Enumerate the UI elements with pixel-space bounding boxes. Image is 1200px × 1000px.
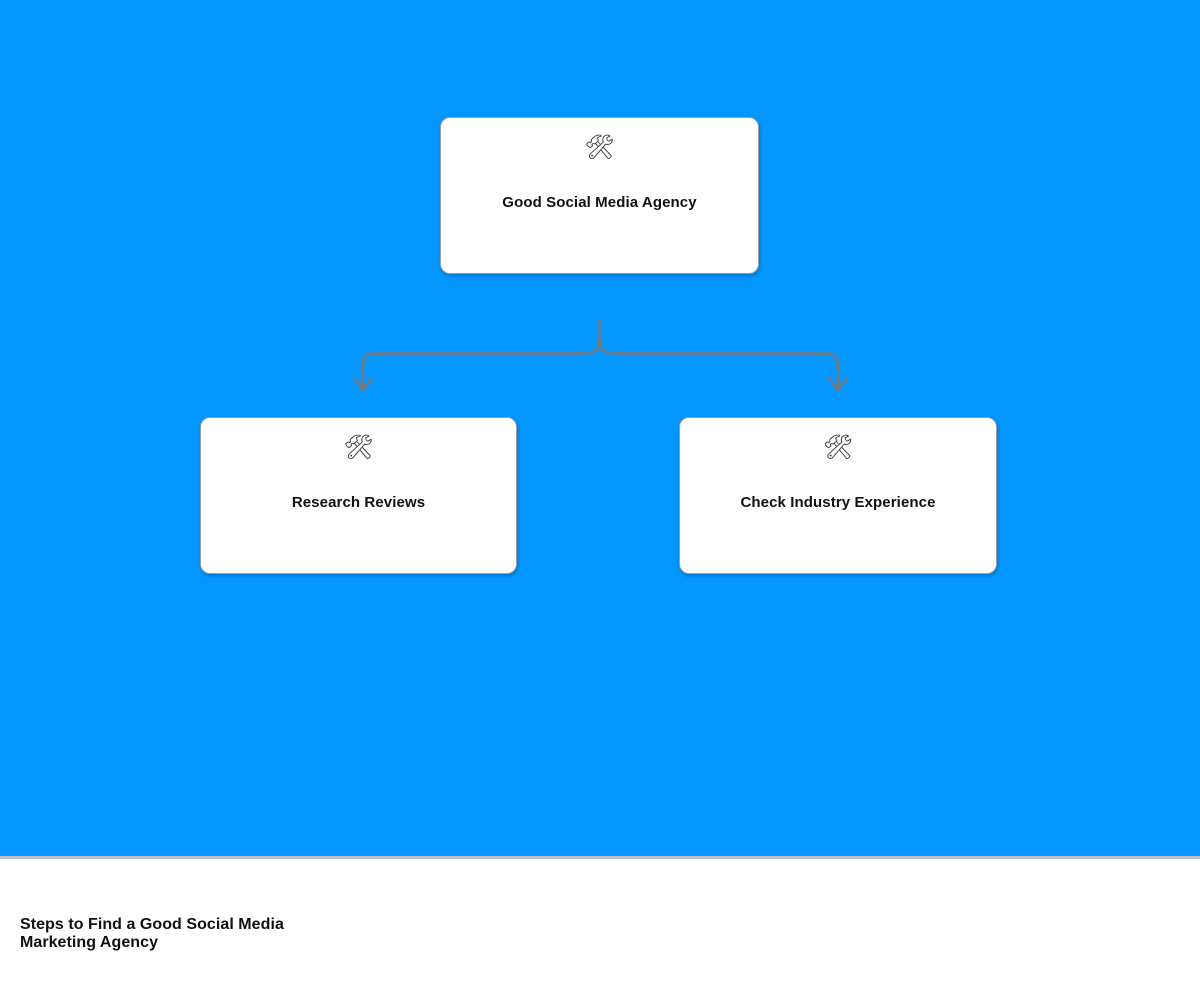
diagram-caption: Steps to Find a Good Social Media Market… — [20, 916, 284, 951]
canvas-divider — [0, 856, 1200, 859]
connector-branch-right — [598, 338, 840, 390]
hammer-and-wrench-icon: 🛠 — [822, 434, 854, 461]
flow-node-check-industry-experience[interactable]: 🛠 Check Industry Experience — [679, 417, 997, 574]
hammer-and-wrench-icon: 🛠 — [343, 434, 374, 461]
footer-area: Steps to Find a Good Social Media Market… — [0, 859, 1200, 1000]
flow-node-research-reviews-label: Research Reviews — [291, 494, 426, 511]
flow-node-root[interactable]: 🛠 Good Social Media Agency — [440, 117, 759, 274]
connector-branch-left — [361, 338, 601, 390]
flow-node-check-industry-experience-label: Check Industry Experience — [740, 494, 936, 511]
arrowhead-right-icon — [827, 376, 849, 392]
diagram-canvas: 🛠 Good Social Media Agency 🛠 Research Re… — [0, 0, 1200, 856]
hammer-and-wrench-icon: 🛠 — [584, 134, 615, 161]
flow-node-research-reviews[interactable]: 🛠 Research Reviews — [200, 417, 517, 574]
arrowhead-left-icon — [352, 376, 374, 392]
flow-node-root-label: Good Social Media Agency — [502, 194, 697, 211]
